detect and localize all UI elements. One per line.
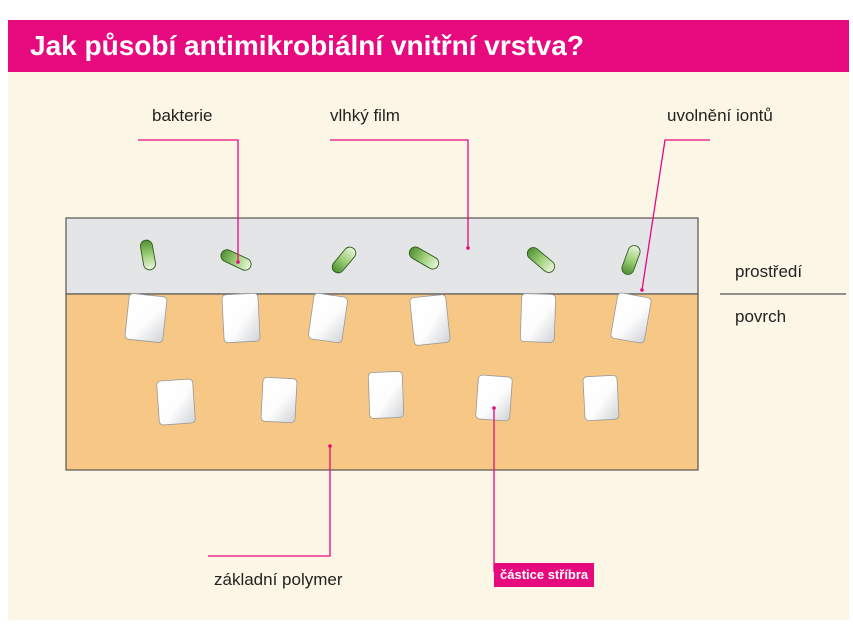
callout-line-base-polymer bbox=[208, 446, 331, 557]
silver-particle bbox=[610, 292, 652, 344]
silver-particles-top-row bbox=[124, 292, 652, 346]
silver-particle bbox=[519, 293, 557, 343]
label-surface: povrch bbox=[735, 307, 787, 326]
title-bar: Jak působí antimikrobiální vnitřní vrstv… bbox=[8, 20, 849, 72]
callout-line-bacteria bbox=[138, 139, 239, 262]
callout-line-ion-release bbox=[641, 139, 710, 291]
callout-lines bbox=[138, 139, 710, 572]
silver-particle bbox=[367, 371, 405, 419]
label-ion-release: uvolnění iontů bbox=[667, 106, 773, 125]
bacterium-icon bbox=[408, 246, 440, 270]
silver-particle bbox=[221, 292, 261, 344]
bacterium-icon bbox=[621, 245, 641, 275]
bacterium-icon bbox=[526, 247, 556, 273]
label-bacteria: bakterie bbox=[152, 106, 213, 125]
silver-particle bbox=[308, 292, 348, 344]
bacterium-icon bbox=[331, 246, 357, 274]
label-moist-film: vlhký film bbox=[330, 106, 400, 125]
moist-film-layer bbox=[65, 217, 699, 295]
bacterium-icon bbox=[139, 239, 157, 271]
label-base-polymer: základní polymer bbox=[214, 570, 343, 589]
bacteria-group bbox=[139, 239, 641, 275]
silver-particle bbox=[475, 374, 513, 422]
silver-particle bbox=[124, 293, 168, 343]
label-environment: prostředí bbox=[735, 262, 803, 281]
silver-particle bbox=[156, 378, 196, 426]
label-silver-particles: částice stříbra bbox=[494, 563, 595, 587]
diagram-title: Jak působí antimikrobiální vnitřní vrstv… bbox=[30, 30, 584, 61]
silver-particle bbox=[582, 374, 620, 422]
silver-particle bbox=[409, 294, 451, 346]
callout-line-moist-film bbox=[330, 139, 469, 248]
silver-particles-bottom-row bbox=[156, 371, 620, 426]
silver-particle bbox=[260, 376, 298, 424]
